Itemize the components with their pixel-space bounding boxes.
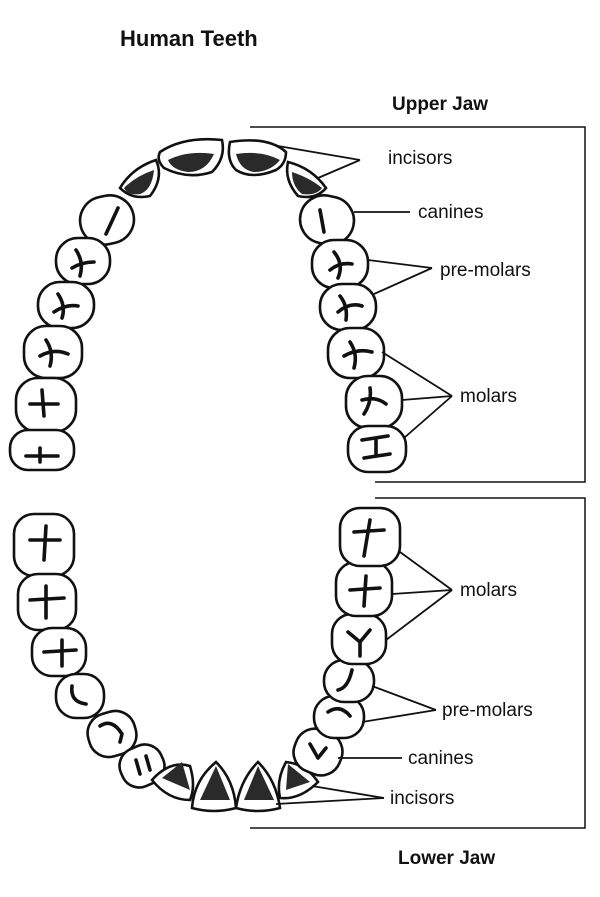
lower-premolar-right-1 <box>312 694 366 740</box>
upper-canine-left <box>78 194 136 246</box>
upper-premolar-right-1 <box>310 238 370 290</box>
lower-canines-label: canines <box>408 748 474 769</box>
upper-premolar-right-2 <box>318 282 378 332</box>
lower-premolar-left-2 <box>86 709 138 759</box>
upper-jaw-pointers <box>277 145 453 439</box>
lower-molar-right-1 <box>330 612 388 666</box>
upper-incisor-right-lateral <box>285 160 328 199</box>
upper-premolar-left-1 <box>54 236 112 286</box>
lower-premolar-left-1 <box>54 672 106 720</box>
upper-molar-left-1 <box>22 324 84 380</box>
upper-incisor-right-central <box>227 139 288 177</box>
lower-jaw-bracket <box>250 497 586 829</box>
lower-molar-left-2 <box>16 572 78 632</box>
upper-jaw-bracket <box>250 126 586 483</box>
upper-molar-right-1 <box>326 326 386 380</box>
lower-incisor-left-central <box>190 760 238 813</box>
lower-incisors-label: incisors <box>390 788 454 809</box>
upper-incisors-label: incisors <box>388 148 452 169</box>
lower-jaw-pointers <box>275 551 453 805</box>
upper-premolars-label: pre-molars <box>440 260 531 281</box>
lower-molar-right-3 <box>338 506 402 568</box>
lower-premolar-right-2 <box>322 658 376 704</box>
lower-molar-left-3 <box>30 626 88 678</box>
upper-molars-label: molars <box>460 386 517 407</box>
lower-canine-left <box>118 743 166 789</box>
lower-molars-label: molars <box>460 580 517 601</box>
upper-canines-label: canines <box>418 202 484 223</box>
upper-molar-left-3 <box>8 428 76 472</box>
upper-incisor-left-central <box>157 137 225 177</box>
upper-molar-right-3 <box>346 424 408 474</box>
upper-molar-left-2 <box>14 376 78 434</box>
upper-jaw-heading: Upper Jaw <box>392 94 488 115</box>
lower-incisor-right-central <box>234 760 282 813</box>
lower-premolars-label: pre-molars <box>442 700 533 721</box>
upper-premolar-left-2 <box>36 280 96 330</box>
upper-jaw <box>8 137 408 474</box>
lower-jaw-heading: Lower Jaw <box>398 848 495 869</box>
upper-molar-right-2 <box>344 374 404 430</box>
diagram-title: Human Teeth <box>120 26 258 51</box>
lower-incisor-left-lateral <box>150 762 195 802</box>
upper-incisor-left-lateral <box>118 158 161 199</box>
lower-jaw <box>12 506 402 813</box>
lower-molar-right-2 <box>334 560 394 618</box>
lower-molar-left-1 <box>12 512 76 578</box>
